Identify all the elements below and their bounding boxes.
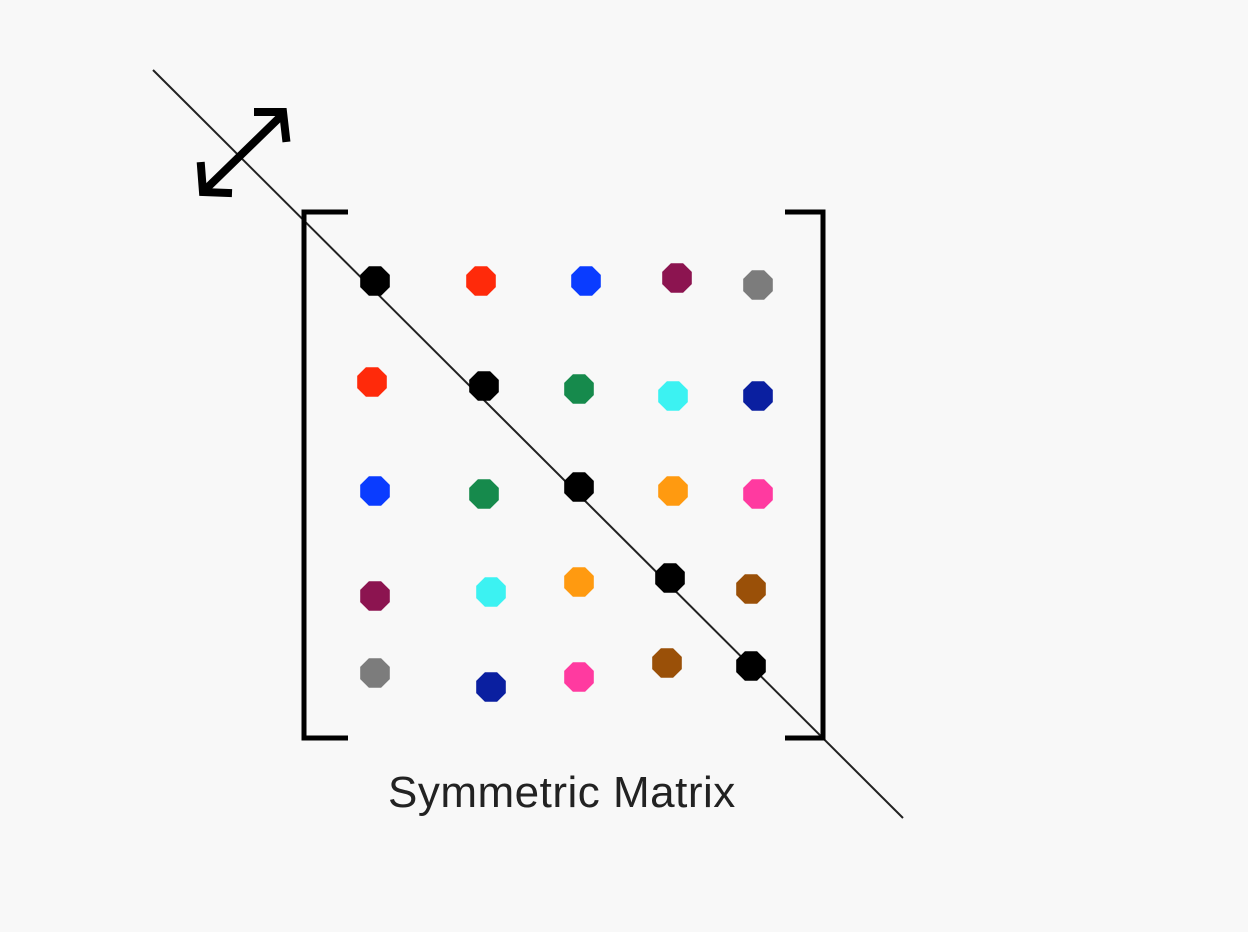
matrix-entry-1-4 <box>662 263 692 293</box>
matrix-entry-4-1 <box>360 581 390 611</box>
matrix-entry-5-2 <box>476 672 506 702</box>
matrix-right-bracket <box>785 209 826 741</box>
matrix-entry-4-5 <box>736 574 766 604</box>
matrix-entry-1-1 <box>360 266 390 296</box>
matrix-entry-4-3 <box>564 567 594 597</box>
matrix-entry-3-5 <box>743 479 773 509</box>
matrix-entry-3-2 <box>469 479 499 509</box>
matrix-entries <box>357 263 773 702</box>
matrix-left-bracket <box>301 209 348 741</box>
matrix-entry-1-2 <box>466 266 496 296</box>
diagonal-mirror-line <box>152 69 904 819</box>
matrix-entry-5-5 <box>736 651 766 681</box>
matrix-entry-2-4 <box>658 381 688 411</box>
matrix-entry-4-4 <box>655 563 685 593</box>
double-headed-arrow-icon <box>196 108 291 198</box>
matrix-entry-3-4 <box>658 476 688 506</box>
matrix-entry-2-2 <box>469 371 499 401</box>
matrix-entry-2-1 <box>357 367 387 397</box>
matrix-entry-2-5 <box>743 381 773 411</box>
diagram-caption: Symmetric Matrix <box>388 768 736 817</box>
matrix-entry-5-3 <box>564 662 594 692</box>
matrix-entry-4-2 <box>476 577 506 607</box>
matrix-entry-3-1 <box>360 476 390 506</box>
matrix-entry-1-3 <box>571 266 601 296</box>
matrix-entry-2-3 <box>564 374 594 404</box>
matrix-entry-3-3 <box>564 472 594 502</box>
matrix-entry-1-5 <box>743 270 773 300</box>
matrix-entry-5-4 <box>652 648 682 678</box>
matrix-entry-5-1 <box>360 658 390 688</box>
